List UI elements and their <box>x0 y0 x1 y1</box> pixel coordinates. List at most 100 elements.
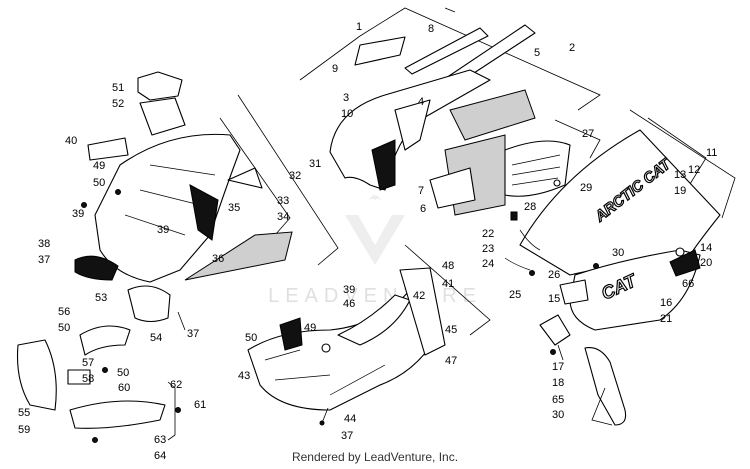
callout-c41[interactable]: 41 <box>442 278 454 290</box>
callout-c33[interactable]: 33 <box>277 195 289 207</box>
part-58-block <box>67 369 91 385</box>
callout-c9[interactable]: 9 <box>332 63 338 75</box>
callout-c49a[interactable]: 49 <box>93 160 105 172</box>
part-8-strip <box>404 27 489 75</box>
part-53-plate <box>127 285 171 323</box>
callout-c53[interactable]: 53 <box>95 292 107 304</box>
callout-c3[interactable]: 3 <box>343 92 349 104</box>
callout-c17[interactable]: 17 <box>552 361 564 373</box>
callout-c6[interactable]: 6 <box>420 203 426 215</box>
callout-c28[interactable]: 28 <box>524 201 536 213</box>
callout-c37c[interactable]: 37 <box>341 430 353 442</box>
callout-c26[interactable]: 26 <box>548 269 560 281</box>
callout-c50d[interactable]: 50 <box>117 367 129 379</box>
part-50-bracket <box>279 317 303 351</box>
callout-c47[interactable]: 47 <box>445 355 457 367</box>
part-29-fastener <box>553 179 561 187</box>
callout-c11[interactable]: 11 <box>706 147 717 159</box>
callout-c64[interactable]: 64 <box>154 450 166 462</box>
part-48-side-panel <box>399 267 446 356</box>
callout-c62[interactable]: 62 <box>170 379 182 391</box>
callout-c20[interactable]: 20 <box>700 257 712 269</box>
callout-c2[interactable]: 2 <box>569 42 575 54</box>
callout-c50c[interactable]: 50 <box>58 322 70 334</box>
callout-c66[interactable]: 66 <box>682 278 694 290</box>
callout-c51[interactable]: 51 <box>112 82 124 94</box>
callout-c13[interactable]: 13 <box>674 169 686 181</box>
part-49-grommet <box>321 343 331 353</box>
callout-c59[interactable]: 59 <box>18 424 30 436</box>
callout-c25[interactable]: 25 <box>509 289 521 301</box>
callout-c19[interactable]: 19 <box>674 185 686 197</box>
callout-c4[interactable]: 4 <box>418 96 424 108</box>
callout-c32[interactable]: 32 <box>289 170 301 182</box>
part-65-trim <box>584 347 627 426</box>
callout-c27[interactable]: 27 <box>582 128 594 140</box>
footer-credit: Rendered by LeadVenture, Inc. <box>291 450 459 464</box>
callout-c21[interactable]: 21 <box>660 313 672 325</box>
callout-c30a[interactable]: 30 <box>612 247 624 259</box>
callout-c50a[interactable]: 50 <box>93 177 105 189</box>
callout-c63[interactable]: 63 <box>154 434 166 446</box>
callout-c37b[interactable]: 37 <box>187 328 199 340</box>
part-6a-mesh <box>449 89 536 141</box>
callout-c49b[interactable]: 49 <box>304 322 316 334</box>
callout-c5[interactable]: 5 <box>534 47 540 59</box>
callout-c16[interactable]: 16 <box>660 297 672 309</box>
callout-c29[interactable]: 29 <box>580 182 592 194</box>
callout-c15[interactable]: 15 <box>548 293 560 305</box>
callout-c39c[interactable]: 39 <box>343 284 355 296</box>
callout-c44[interactable]: 44 <box>344 413 356 425</box>
callout-c18[interactable]: 18 <box>552 377 564 389</box>
callout-c14[interactable]: 14 <box>700 242 712 254</box>
part-21-lower-panel <box>569 249 701 331</box>
callout-c43[interactable]: 43 <box>238 370 250 382</box>
callout-c42[interactable]: 42 <box>413 290 425 302</box>
callout-c57[interactable]: 57 <box>82 357 94 369</box>
callout-c61[interactable]: 61 <box>194 399 206 411</box>
callout-c60[interactable]: 60 <box>118 382 130 394</box>
callout-c54[interactable]: 54 <box>150 332 162 344</box>
callout-c22[interactable]: 22 <box>482 228 494 240</box>
callout-c40[interactable]: 40 <box>65 135 77 147</box>
part-64-fastener <box>92 437 98 443</box>
callout-c56[interactable]: 56 <box>58 306 70 318</box>
callout-c55[interactable]: 55 <box>18 407 30 419</box>
part-15-bracket <box>559 279 589 305</box>
callout-c34[interactable]: 34 <box>277 211 289 223</box>
callout-c48[interactable]: 48 <box>442 260 454 272</box>
callout-c8[interactable]: 8 <box>428 23 434 35</box>
part-55-side-trim <box>16 339 57 411</box>
callout-c65[interactable]: 65 <box>552 394 564 406</box>
callout-c46[interactable]: 46 <box>343 298 355 310</box>
callout-c52[interactable]: 52 <box>112 98 124 110</box>
callout-c39b[interactable]: 39 <box>157 224 169 236</box>
callout-c10[interactable]: 10 <box>341 108 353 120</box>
callout-c30b[interactable]: 30 <box>552 409 564 421</box>
nose-assembly <box>74 71 339 331</box>
callout-c1[interactable]: 1 <box>356 21 362 33</box>
callout-c35[interactable]: 35 <box>228 202 240 214</box>
callout-c50b[interactable]: 50 <box>245 332 257 344</box>
callout-c37a[interactable]: 37 <box>38 254 50 266</box>
callout-c39a[interactable]: 39 <box>72 208 84 220</box>
callout-c45[interactable]: 45 <box>445 324 457 336</box>
part-56-trim <box>79 325 131 356</box>
callout-c24[interactable]: 24 <box>482 258 494 270</box>
callout-c38[interactable]: 38 <box>38 238 50 250</box>
callout-c36[interactable]: 36 <box>212 253 224 265</box>
part-10-hood-insert <box>371 139 396 191</box>
callout-c23[interactable]: 23 <box>482 243 494 255</box>
part-39-fastener <box>81 202 87 208</box>
part-7-panel <box>429 167 476 209</box>
callout-c12[interactable]: 12 <box>688 164 700 176</box>
callout-c58[interactable]: 58 <box>82 373 94 385</box>
windshield-assembly <box>299 7 601 216</box>
callout-c7[interactable]: 7 <box>418 185 424 197</box>
callout-c31[interactable]: 31 <box>309 158 321 170</box>
part-14-fastener <box>675 247 685 257</box>
part-30-fastener <box>593 263 599 269</box>
